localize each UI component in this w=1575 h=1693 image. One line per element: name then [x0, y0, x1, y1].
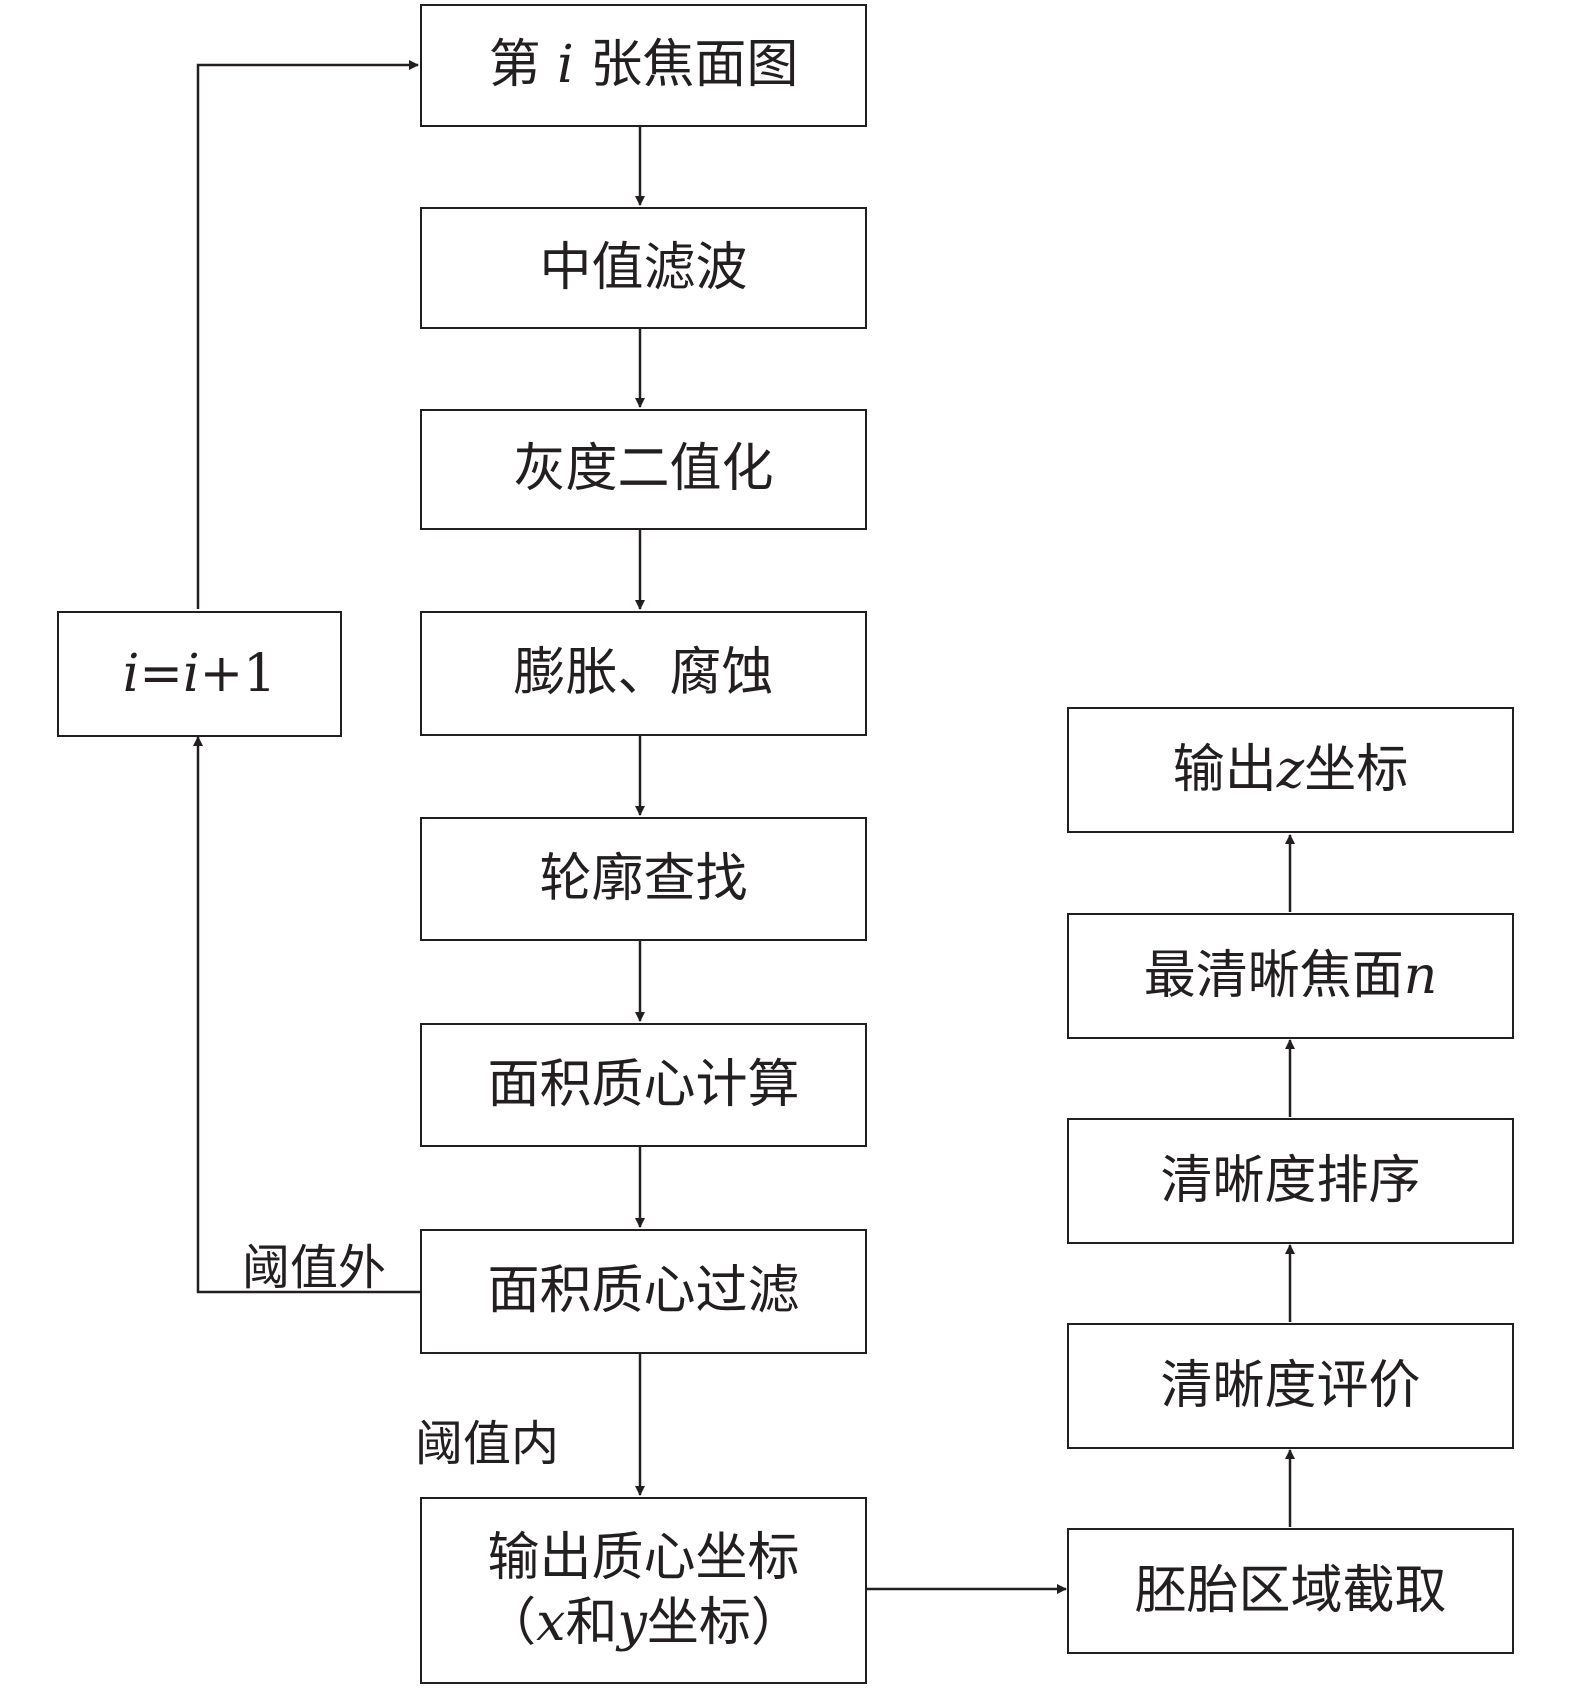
embryo-crop-box: 胚胎区域截取	[1067, 1528, 1514, 1654]
focal-plane-label: 第 i 张焦面图	[488, 35, 799, 95]
clarity-eval-box: 清晰度评价	[1067, 1323, 1514, 1449]
output-centroid-box: 输出质心坐标 （x和y坐标）	[420, 1497, 867, 1684]
clarity-sort-label: 清晰度排序	[1160, 1150, 1421, 1211]
contour-find-label: 轮廓查找	[539, 848, 748, 909]
gray-binarize-label: 灰度二值化	[513, 439, 774, 499]
area-centroid-filter-label: 面积质心过滤	[487, 1261, 800, 1321]
dilate-erode-box: 膨胀、腐蚀	[420, 611, 867, 736]
outside-threshold-label: 阈值外	[242, 1240, 387, 1296]
loop-increment-box: i=i+1	[57, 611, 342, 737]
sharpest-plane-label: 最清晰焦面n	[1143, 945, 1438, 1006]
dilate-erode-label: 膨胀、腐蚀	[513, 643, 774, 703]
embryo-crop-label: 胚胎区域截取	[1134, 1560, 1447, 1621]
contour-find-box: 轮廓查找	[420, 817, 867, 941]
median-filter-label: 中值滤波	[539, 237, 748, 298]
arrow-outside-to-loop	[193, 736, 420, 1294]
area-centroid-filter-box: 面积质心过滤	[420, 1229, 867, 1354]
inside-threshold-label: 阈值内	[415, 1416, 560, 1472]
sharpest-plane-box: 最清晰焦面n	[1067, 913, 1514, 1039]
output-centroid-label: 输出质心坐标 （x和y坐标）	[484, 1527, 803, 1653]
gray-binarize-box: 灰度二值化	[420, 409, 867, 530]
area-centroid-calc-box: 面积质心计算	[420, 1023, 867, 1147]
arrow-loop-to-focal	[196, 60, 419, 609]
loop-increment-label: i=i+1	[122, 643, 277, 704]
output-z-label: 输出z坐标	[1172, 739, 1409, 800]
clarity-sort-box: 清晰度排序	[1067, 1118, 1514, 1244]
output-z-box: 输出z坐标	[1067, 707, 1514, 833]
area-centroid-calc-label: 面积质心计算	[487, 1054, 800, 1115]
clarity-eval-label: 清晰度评价	[1160, 1355, 1421, 1416]
median-filter-box: 中值滤波	[420, 207, 867, 329]
focal-plane-box: 第 i 张焦面图	[420, 4, 867, 127]
